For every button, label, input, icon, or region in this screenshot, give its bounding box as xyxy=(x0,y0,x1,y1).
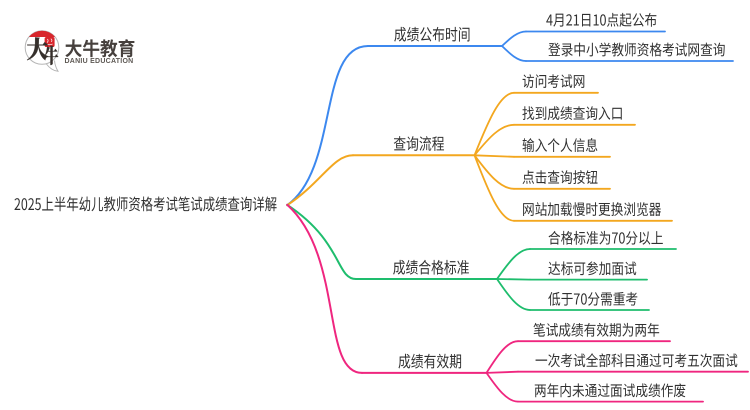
svg-text:DANIU EDUCATION: DANIU EDUCATION xyxy=(65,58,134,65)
